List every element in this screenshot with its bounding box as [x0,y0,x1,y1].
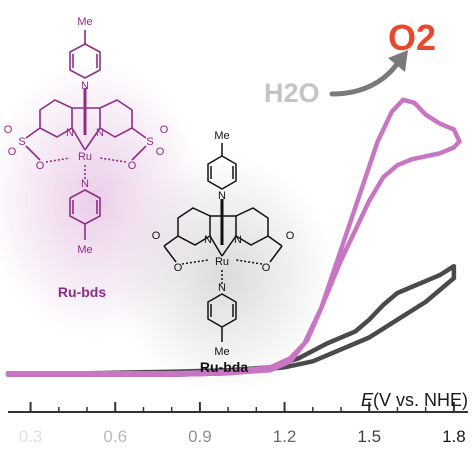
ru-bda-glow [115,155,335,395]
bda-o1: O [152,230,161,242]
ru-bda-label: Ru-bda [200,359,248,375]
bds-n-top: N [81,80,89,92]
bds-o6: O [128,160,137,172]
bds-o5: O [156,146,165,158]
bda-n-right: N [234,234,242,246]
bds-n-left: N [66,127,74,139]
ru-bds-label: Ru-bds [58,284,106,300]
x-axis-title: E(V vs. NHE) [361,390,468,410]
series-line-ru-bds [5,97,462,377]
ru-bds-atoms: Me N N N Ru S S O O O O O O N Me [4,16,169,256]
bda-methyl-bottom: Me [214,346,229,358]
bda-n-top: N [218,190,226,202]
x-tick-label: 0.6 [103,427,127,446]
x-tick-label: 1.2 [273,427,297,446]
curves-layer [5,97,462,377]
bds-o2: O [8,146,17,158]
bda-methyl-top: Me [214,130,229,142]
bds-n-bottom: N [81,178,89,190]
bds-o3: O [36,160,45,172]
x-tick-label: 1.8 [442,427,466,446]
x-axis: 0.3 0.6 0.9 1.2 1.5 1.8 [8,402,468,446]
bds-o4: O [160,124,169,136]
bda-o4: O [262,262,271,274]
curved-arrow-icon [329,61,400,97]
bds-s-left: S [18,136,25,148]
x-tick-label: 0.3 [19,427,43,446]
ru-bds-structure [25,30,147,240]
bds-ru: Ru [78,151,92,163]
bda-n-left: N [204,234,212,246]
x-tick-label: 1.5 [357,427,381,446]
bds-n-right: N [96,127,104,139]
ru-bda-atoms: Me N N N Ru O O O O N Me [152,130,295,358]
bds-methyl-top: Me [77,16,92,28]
ru-bda-structure [163,143,283,342]
bds-methyl-bottom: Me [77,244,92,256]
bds-s-right: S [146,136,153,148]
arrow-head-icon [388,50,408,72]
bda-n-bottom: N [218,282,226,294]
reactant-h2o-label: H2O [264,78,320,108]
bda-o2: O [174,262,183,274]
bds-o1: O [4,124,13,136]
x-tick-label: 0.9 [188,427,212,446]
product-o2-label: O2 [388,17,436,58]
bda-ru: Ru [215,256,229,268]
bda-o3: O [286,230,295,242]
